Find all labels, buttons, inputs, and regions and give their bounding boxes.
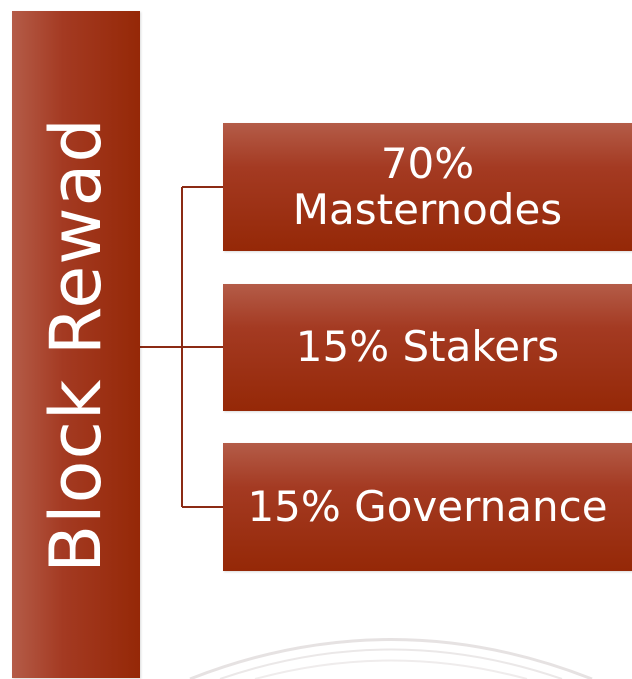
child-node-label: 15% Governance [247,481,608,531]
child-node-masternodes: 70% Masternodes [223,123,632,251]
child-node-stakers: 15% Stakers [223,284,632,411]
seal-watermark [189,638,593,679]
child-node-label: 15% Stakers [295,322,560,372]
root-node-block-reward: Block Rewad [12,11,140,678]
child-node-label: 70% Masternodes [292,138,563,234]
child-node-governance: 15% Governance [223,443,632,571]
root-node-label: Block Rewad [35,116,117,573]
